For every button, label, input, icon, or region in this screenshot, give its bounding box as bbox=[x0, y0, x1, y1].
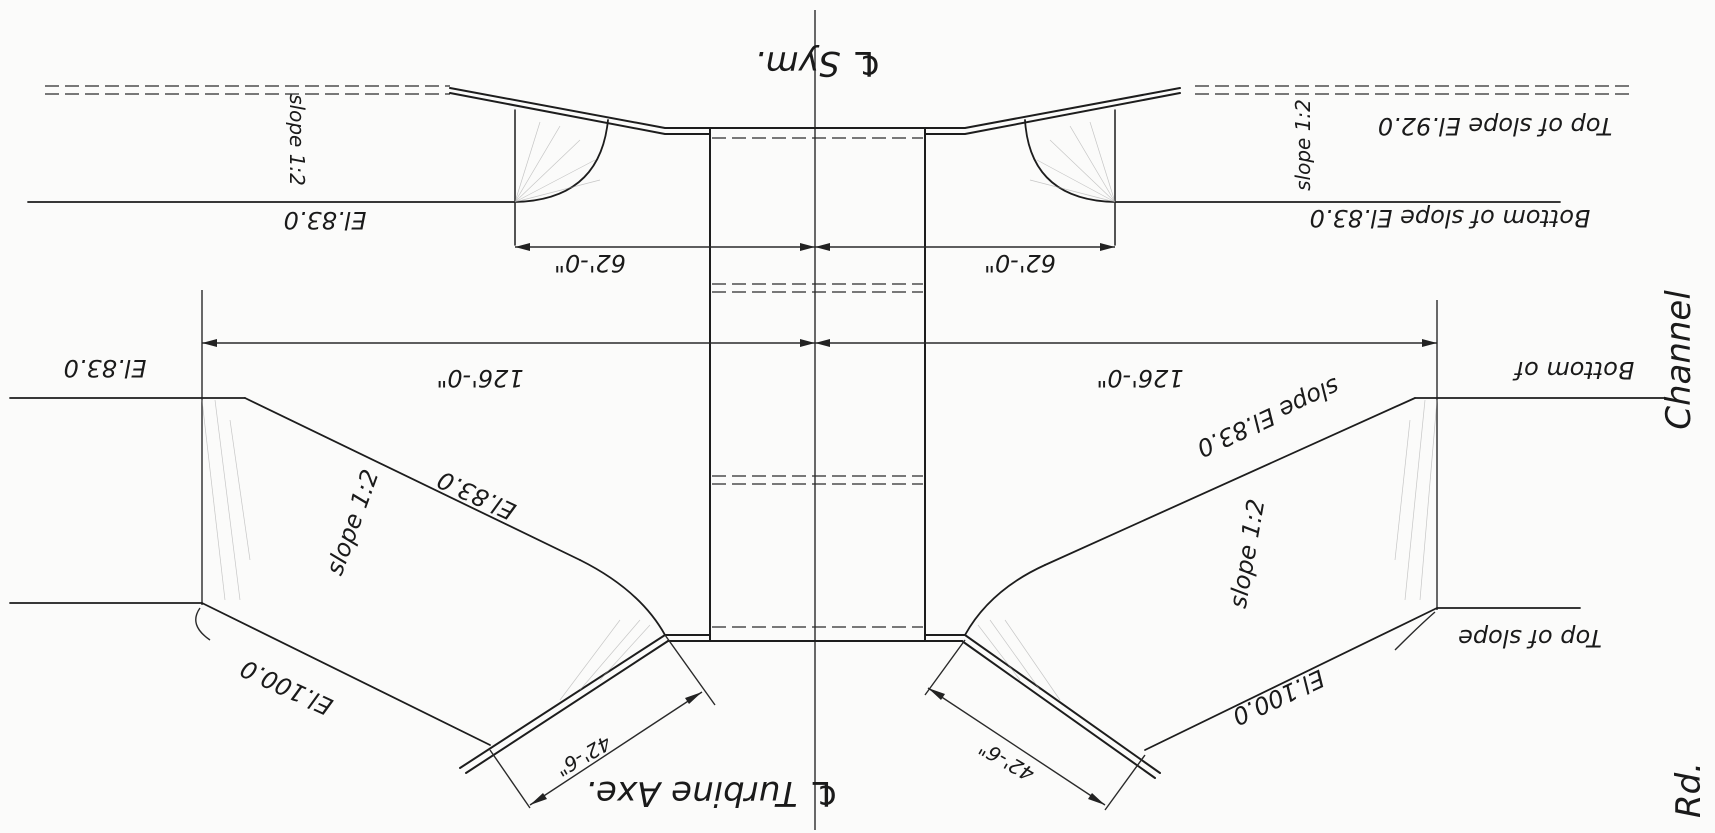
bottom-of-right-label: Bottom of bbox=[1512, 356, 1634, 384]
sym-label: ℄ Sym. bbox=[755, 43, 882, 83]
central-structure bbox=[709, 127, 926, 642]
dimension-62 bbox=[515, 243, 1115, 251]
slope-upper-left-label: slope 1:2 bbox=[285, 94, 309, 186]
slope-lower-right-label: slope 1:2 bbox=[1224, 497, 1271, 610]
el83-upper-left-label: El.83.0 bbox=[284, 206, 367, 234]
el83-diag-right-label: slope El.83.0 bbox=[1193, 372, 1345, 463]
top-of-slope-lower-label: Top of slope bbox=[1458, 624, 1602, 652]
rd-fragment-label: Rd. bbox=[1669, 762, 1709, 818]
dim-42-right-label: 42'-6" bbox=[974, 736, 1038, 787]
lower-horizontal-lines bbox=[9, 397, 1666, 609]
upper-cone-left bbox=[514, 119, 609, 203]
dim-62-right-label: 62'-0" bbox=[984, 249, 1056, 277]
el83-far-left-label: El.83.0 bbox=[64, 354, 147, 382]
top-dashed-lines bbox=[45, 85, 1630, 95]
bottom-of-slope-upper-right-label: Bottom of slope El.83.0 bbox=[1310, 204, 1591, 232]
upper-cone-right bbox=[1024, 119, 1116, 203]
dimension-42-left bbox=[489, 634, 716, 809]
slope-upper-right-label: slope 1:2 bbox=[1291, 99, 1315, 191]
leader-el100-left bbox=[195, 607, 211, 641]
el100-left-label: El.100.0 bbox=[236, 654, 337, 721]
upper-bottom-slope-lines bbox=[27, 109, 1561, 246]
el100-right-label: El.100.0 bbox=[1228, 664, 1329, 731]
dim-126-left-label: 126'-0" bbox=[436, 364, 523, 392]
slope-lower-left-label: slope 1:2 bbox=[320, 466, 384, 579]
top-of-slope-label: Top of slope El.92.0 bbox=[1378, 112, 1612, 140]
leader-el100-right bbox=[1394, 611, 1436, 651]
el83-diag-left-label: El.83.0 bbox=[433, 465, 520, 525]
turbine-axis-label: ℄ Turbine Axe. bbox=[585, 773, 839, 813]
dimension-42-right bbox=[924, 639, 1146, 811]
dim-126-right-label: 126'-0" bbox=[1096, 364, 1183, 392]
lower-wing-left bbox=[201, 397, 711, 774]
upper-wing-walls bbox=[449, 87, 1181, 135]
dimension-126 bbox=[201, 290, 1438, 610]
channel-fragment-label: Channel bbox=[1659, 290, 1699, 430]
dim-62-left-label: 62'-0" bbox=[554, 249, 626, 277]
lower-wing-right bbox=[924, 397, 1438, 779]
